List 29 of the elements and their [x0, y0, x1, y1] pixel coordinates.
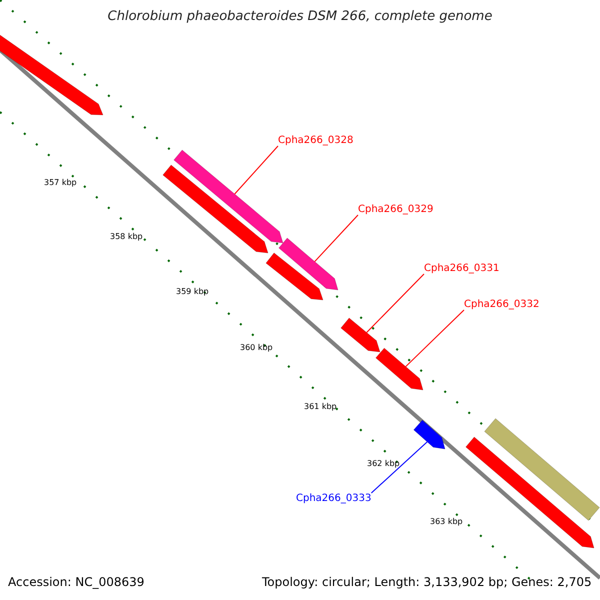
leader-line: [366, 274, 424, 333]
leader-line: [314, 214, 358, 262]
scale-label: 360 kbp: [240, 343, 273, 352]
gene-bar: [484, 418, 600, 521]
gene-feature: [278, 238, 338, 290]
leader-line: [234, 146, 278, 195]
scale-label: 358 kbp: [110, 232, 143, 241]
scale-label: 362 kbp: [367, 459, 400, 468]
gene-feature: [413, 420, 446, 450]
gene-label: Cpha266_0328: [278, 135, 354, 146]
gene-feature: [266, 252, 324, 300]
diagram-title: Chlorobium phaeobacteroides DSM 266, complete genome: [106, 9, 494, 24]
genome-info-text: Topology: circular; Length: 3,133,902 bp; Genes: 2,705: [262, 575, 592, 589]
gene-label: Cpha266_0333: [296, 493, 372, 504]
gene-label: Cpha266_0331: [424, 263, 500, 274]
leader-line: [405, 310, 464, 368]
gene-feature: [466, 436, 594, 548]
gene-feature: [174, 150, 284, 244]
gene-feature: [340, 318, 380, 352]
scale-label: 359 kbp: [176, 287, 209, 296]
scale-label: 357 kbp: [44, 178, 77, 187]
accession-text: Accession: NC_008639: [8, 575, 144, 589]
gene-feature: [376, 348, 424, 390]
scale-label: 363 kbp: [430, 517, 463, 526]
gene-label: Cpha266_0332: [464, 299, 540, 310]
leader-line: [370, 441, 428, 494]
gene-label: Cpha266_0329: [358, 204, 434, 215]
scale-label: 361 kbp: [304, 402, 337, 411]
gene-feature: [162, 164, 268, 254]
